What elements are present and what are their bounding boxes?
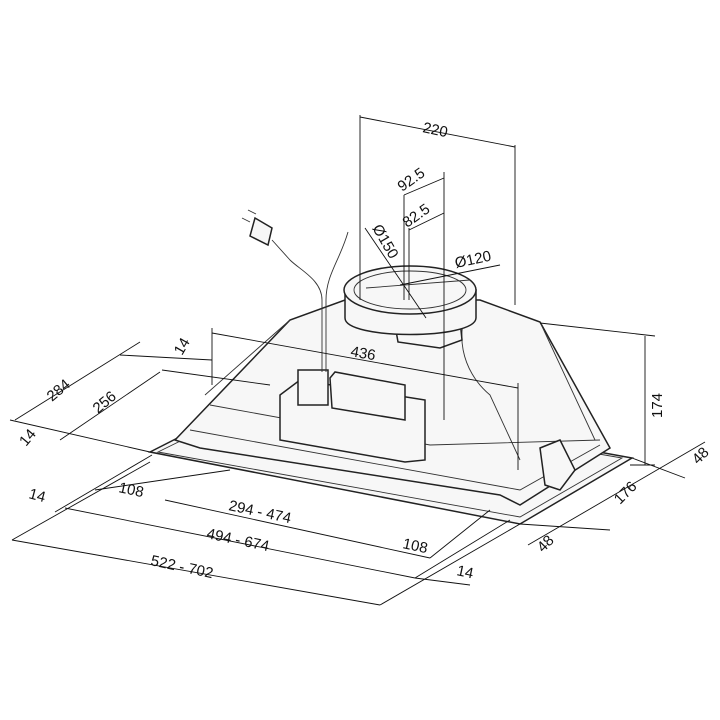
dim-108-right: 108	[401, 535, 429, 557]
dim-14-side: 14	[16, 426, 40, 450]
dim-14-right: 14	[455, 562, 475, 582]
dim-256: 256	[90, 388, 120, 417]
dim-108-left: 108	[117, 479, 145, 501]
dim-48-front: 48	[534, 532, 558, 556]
dim-284: 284	[44, 376, 74, 405]
dim-174: 174	[649, 393, 666, 418]
dim-diameter-150: Ø150	[369, 222, 402, 262]
dim-diameter-120: Ø120	[453, 248, 492, 272]
dim-494-674: 494 - 674	[205, 525, 271, 555]
hood-body	[173, 299, 611, 506]
dim-522-702: 522 - 702	[149, 552, 215, 582]
outlet-collar	[343, 265, 477, 336]
dim-14-top: 14	[171, 335, 194, 358]
dim-436: 436	[349, 343, 377, 364]
dim-294-474: 294 - 474	[227, 497, 293, 527]
dimension-labels: 220 92.5 82.5 Ø150 Ø120 436 174 48 176 4…	[16, 119, 713, 582]
dimension-lines	[9, 115, 706, 606]
power-cable	[241, 209, 349, 372]
dim-92-5: 92.5	[395, 165, 429, 196]
dim-220: 220	[421, 119, 449, 141]
dim-14-left: 14	[27, 485, 48, 506]
dim-48-back: 48	[689, 444, 713, 468]
plug-icon	[249, 216, 273, 247]
